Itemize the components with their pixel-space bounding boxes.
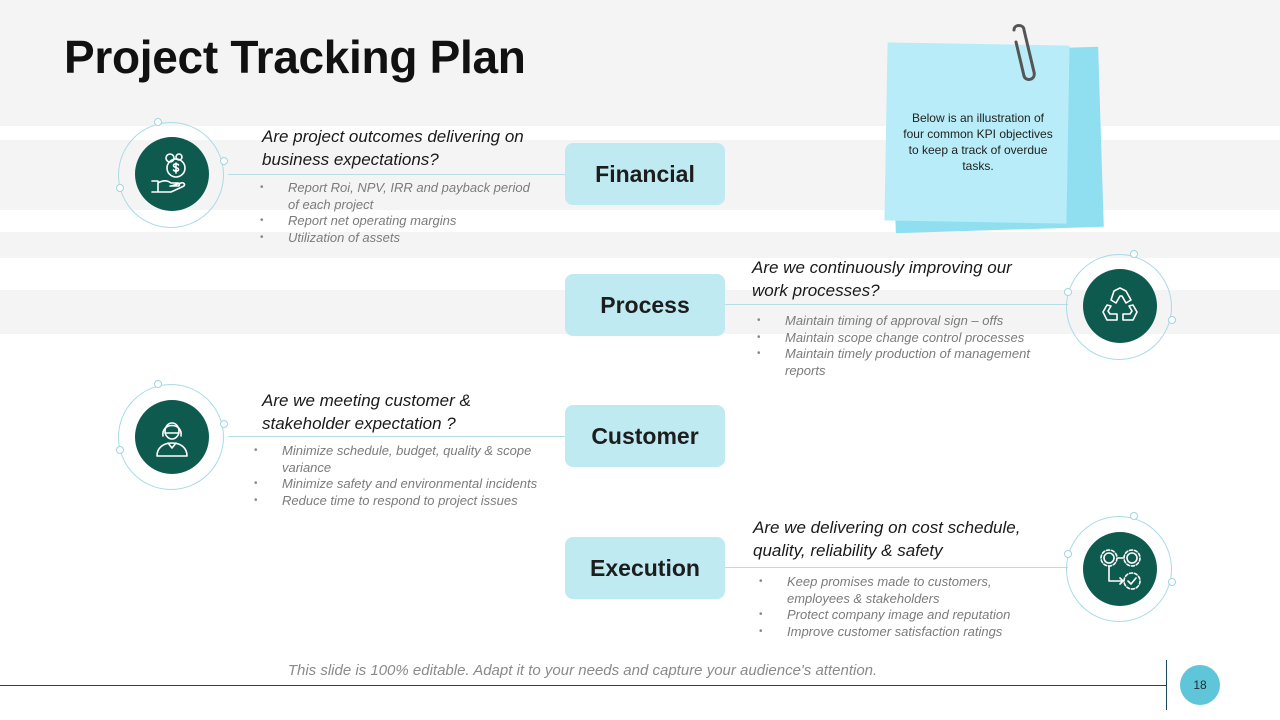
footer-vertical-divider [1166, 660, 1167, 710]
ring-dot [116, 184, 124, 192]
list-item: Improve customer satisfaction ratings [757, 624, 1057, 641]
list-item: Minimize safety and environmental incide… [252, 476, 562, 493]
page-title: Project Tracking Plan [64, 31, 526, 83]
customer-bullets: Minimize schedule, budget, quality & sco… [252, 443, 562, 509]
process-icon-circle [1083, 269, 1157, 343]
ring-dot [1064, 550, 1072, 558]
process-bullets: Maintain timing of approval sign – offs … [755, 313, 1055, 379]
footer-divider [0, 685, 1166, 686]
financial-bullets: Report Roi, NPV, IRR and payback period … [258, 180, 538, 246]
execution-bullets: Keep promises made to customers, employe… [757, 574, 1057, 640]
ring-dot [220, 157, 228, 165]
icon-ring [118, 122, 224, 228]
customer-pill: Customer [565, 405, 725, 467]
sticky-note-text: Below is an illustration of four common … [903, 111, 1053, 173]
execution-pill: Execution [565, 537, 725, 599]
footer-text: This slide is 100% editable. Adapt it to… [287, 662, 878, 679]
icon-ring [1066, 516, 1172, 622]
process-pill: Process [565, 274, 725, 336]
execution-icon-circle [1083, 532, 1157, 606]
ring-dot [116, 446, 124, 454]
money-hand-icon [151, 153, 186, 193]
list-item: Report net operating margins [258, 213, 538, 230]
connector-line [724, 567, 1068, 568]
customer-question: Are we meeting customer & stakeholder ex… [262, 391, 471, 433]
connector-line [228, 436, 566, 437]
financial-pill: Financial [565, 143, 725, 205]
ring-dot [1064, 288, 1072, 296]
list-item: Maintain timing of approval sign – offs [755, 313, 1055, 330]
ring-dot [1168, 578, 1176, 586]
connector-line [228, 174, 566, 175]
execution-question: Are we delivering on cost schedule, qual… [753, 518, 1021, 560]
financial-icon-circle [135, 137, 209, 211]
list-item: Maintain scope change control processes [755, 330, 1055, 347]
ring-dot [1130, 250, 1138, 258]
process-question: Are we continuously improving our work p… [752, 258, 1012, 300]
financial-question: Are project outcomes delivering on busin… [262, 127, 524, 169]
page-number-badge: 18 [1180, 665, 1220, 705]
ring-dot [220, 420, 228, 428]
list-item: Keep promises made to customers, employe… [757, 574, 1057, 607]
icon-ring [1066, 254, 1172, 360]
ring-dot [154, 380, 162, 388]
list-item: Maintain timely production of management… [755, 346, 1055, 379]
customer-icon [156, 422, 188, 457]
ring-dot [1130, 512, 1138, 520]
paperclip-icon [1012, 24, 1036, 81]
icon-ring [118, 384, 224, 490]
list-item: Reduce time to respond to project issues [252, 493, 562, 510]
list-item: Protect company image and reputation [757, 607, 1057, 624]
connector-line [724, 304, 1068, 305]
recycle-icon [1102, 287, 1138, 321]
list-item: Report Roi, NPV, IRR and payback period … [258, 180, 538, 213]
ring-dot [154, 118, 162, 126]
gears-workflow-icon [1100, 549, 1141, 590]
background-band [0, 232, 1280, 258]
ring-dot [1168, 316, 1176, 324]
customer-icon-circle [135, 400, 209, 474]
list-item: Utilization of assets [258, 230, 538, 247]
list-item: Minimize schedule, budget, quality & sco… [252, 443, 562, 476]
